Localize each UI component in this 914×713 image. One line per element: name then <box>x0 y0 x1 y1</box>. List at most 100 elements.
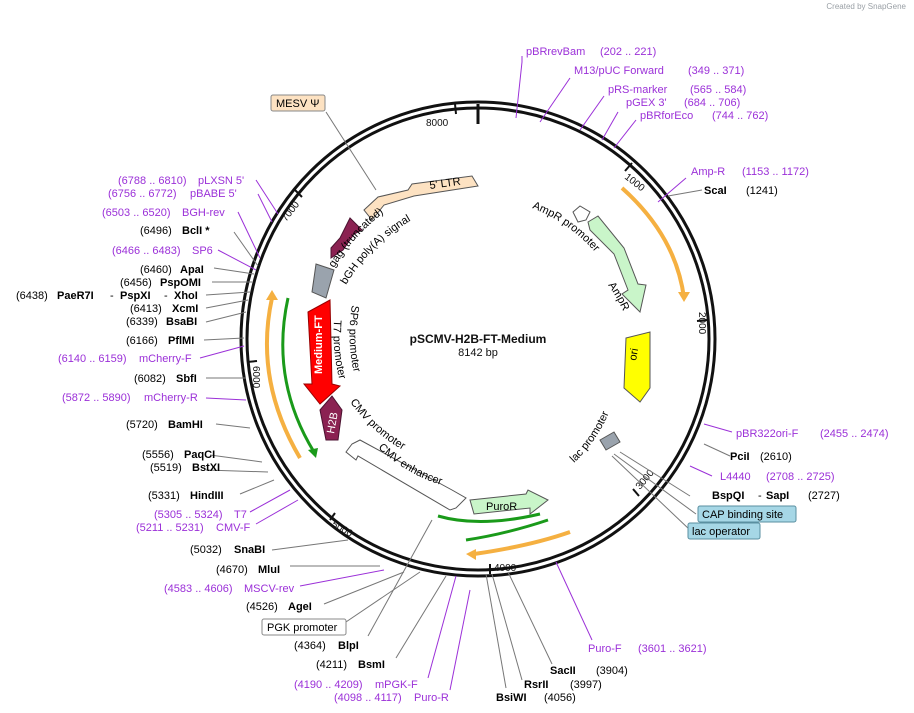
ampr-promoter-feature[interactable] <box>572 205 591 223</box>
ampr-feature[interactable] <box>587 215 647 313</box>
xcmi-label[interactable]: XcmI <box>172 303 198 315</box>
pbrforeco-range: (744 .. 762) <box>712 110 768 122</box>
sacii-pos: (3904) <box>596 665 628 677</box>
ampr-primer-range: (1153 .. 1172) <box>742 166 809 178</box>
bsabi-label[interactable]: BsaBI <box>166 316 197 328</box>
blpi-label[interactable]: BlpI <box>338 640 359 652</box>
puro-r-label: Puro-R <box>414 692 449 704</box>
mcherry-f-label: mCherry-F <box>139 353 192 365</box>
pgex-label: pGEX 3' <box>626 97 667 109</box>
paer7i-sep1: - <box>110 290 114 302</box>
bsiwi-label[interactable]: BsiWI <box>496 692 527 704</box>
tick-6000: 6000 <box>250 366 261 389</box>
paer7i-pos: (6438) <box>16 290 48 302</box>
xcmi-pos: (6413) <box>130 303 162 315</box>
m13-range: (349 .. 371) <box>688 65 744 77</box>
mcherry-f-range: (6140 .. 6159) <box>58 353 127 365</box>
mscv-range: (4583 .. 4606) <box>164 583 233 595</box>
sp6-range: (6466 .. 6483) <box>112 245 181 257</box>
ori-label: ori <box>627 347 641 361</box>
snabi-label[interactable]: SnaBI <box>234 544 265 556</box>
agei-label[interactable]: AgeI <box>288 601 312 613</box>
xhoi-label[interactable]: XhoI <box>174 290 198 302</box>
cap-binding-box[interactable] <box>697 505 797 523</box>
bsiwi-pos: (4056) <box>544 692 576 704</box>
ori-feature[interactable] <box>623 331 651 403</box>
pspomi-label[interactable]: PspOMI <box>160 277 201 289</box>
mlui-pos: (4670) <box>216 564 248 576</box>
backbone-outer <box>239 100 717 578</box>
sacii-label[interactable]: SacII <box>550 665 576 677</box>
medium-ft-label: Medium-FT <box>313 315 325 374</box>
lac-promoter-feature[interactable] <box>599 431 621 451</box>
pgk-box[interactable] <box>261 618 347 636</box>
mscv-label: MSCV-rev <box>244 583 295 595</box>
puror-green-line-1 <box>437 512 541 524</box>
bamhi-label[interactable]: BamHI <box>168 419 203 431</box>
pbabe-range: (6756 .. 6772) <box>108 188 177 200</box>
pgk-label: PGK promoter <box>267 622 338 634</box>
mcherry-r-label: mCherry-R <box>144 392 198 404</box>
bspqi-label[interactable]: BspQI <box>712 490 744 502</box>
lac-operator-box[interactable] <box>687 522 761 540</box>
scai-pos: (1241) <box>746 185 778 197</box>
snapgene-credit: Created by SnapGene <box>826 2 906 11</box>
apai-label[interactable]: ApaI <box>180 264 204 276</box>
paer7i-label[interactable]: PaeR7I <box>57 290 94 302</box>
left-orange-arc <box>264 297 302 460</box>
agei-pos: (4526) <box>246 601 278 613</box>
bcli-pos: (6496) <box>140 225 172 237</box>
mesv-box-label: MESV Ψ <box>276 98 319 110</box>
sp6-promoter-label: SP6 promoter <box>346 305 362 374</box>
blpi-pos: (4364) <box>294 640 326 652</box>
cmv-feature[interactable] <box>345 439 467 511</box>
pspomi-pos: (6456) <box>120 277 152 289</box>
hindiii-pos: (5331) <box>148 490 180 502</box>
svg-text:T7 promoter: T7 promoter <box>330 320 348 381</box>
tick-marks <box>246 103 708 574</box>
hindiii-label[interactable]: HindIII <box>190 490 224 502</box>
prs-label: pRS-marker <box>608 84 668 96</box>
puror-orange-line <box>473 530 571 556</box>
plxsn-range: (6788 .. 6810) <box>118 175 187 187</box>
pflmi-pos: (6166) <box>126 335 158 347</box>
paqci-label[interactable]: PaqCI <box>184 449 215 461</box>
sbfi-pos: (6082) <box>134 373 166 385</box>
bstxi-label[interactable]: BstXI <box>192 462 220 474</box>
t7-promoter-label: T7 promoter <box>330 320 348 381</box>
bcli-label[interactable]: BclI * <box>182 225 210 237</box>
bghrev-range: (6503 .. 6520) <box>102 207 171 219</box>
sbfi-label[interactable]: SbfI <box>176 373 197 385</box>
puror-feature[interactable] <box>469 489 549 516</box>
bsabi-pos: (6339) <box>126 316 158 328</box>
sapi-label[interactable]: SapI <box>766 490 789 502</box>
bspqi-sep: - <box>758 490 762 502</box>
rsrii-label[interactable]: RsrII <box>524 679 548 691</box>
pbr322-label: pBR322ori-F <box>736 428 799 440</box>
tick-2000: 2000 <box>696 312 707 335</box>
bgh-feature[interactable] <box>311 263 335 299</box>
bsmi-label[interactable]: BsmI <box>358 659 385 671</box>
plasmid-length: 8142 bp <box>458 347 498 359</box>
cmv-f-label: CMV-F <box>216 522 251 534</box>
pflmi-label[interactable]: PflMI <box>168 335 194 347</box>
pcii-label[interactable]: PciI <box>730 451 750 463</box>
mlui-label[interactable]: MluI <box>258 564 280 576</box>
snabi-pos: (5032) <box>190 544 222 556</box>
pspxi-label[interactable]: PspXI <box>120 290 151 302</box>
medium-ft-feature[interactable] <box>302 299 342 405</box>
ampr-orange-arc <box>620 186 686 299</box>
puror-orange-head <box>466 549 476 560</box>
gag-feature[interactable] <box>330 217 363 259</box>
h2b-feature[interactable] <box>319 395 343 441</box>
scai-label[interactable]: ScaI <box>704 185 727 197</box>
l4440-range: (2708 .. 2725) <box>766 471 835 483</box>
mesv-box[interactable] <box>270 94 326 112</box>
l4440-label: L4440 <box>720 471 751 483</box>
tick-5000: 5000 <box>330 519 355 540</box>
ltr-feature[interactable] <box>363 175 479 221</box>
m13-label: M13/pUC Forward <box>574 65 664 77</box>
cap-binding-label: CAP binding site <box>702 509 783 521</box>
puro-f-label: Puro-F <box>588 643 622 655</box>
left-green-arc <box>281 297 316 453</box>
